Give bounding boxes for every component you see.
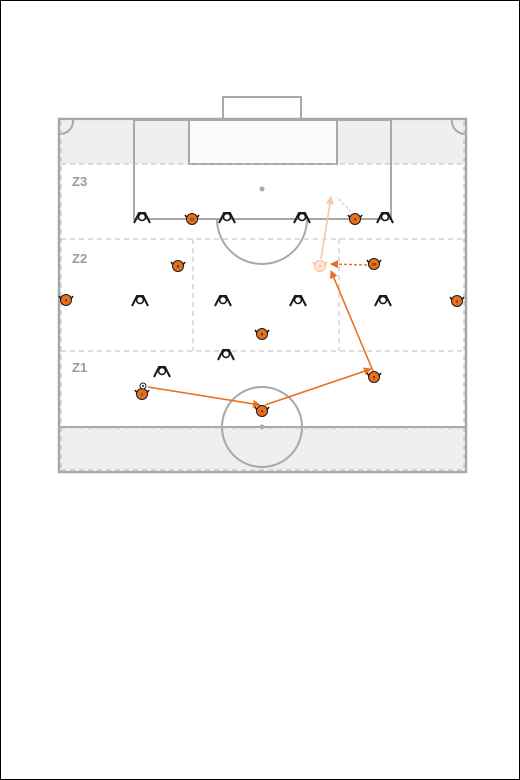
opponent-player bbox=[374, 295, 392, 307]
opponents bbox=[131, 212, 394, 378]
faded-team-player: 7 bbox=[312, 260, 328, 272]
opponent-player bbox=[214, 295, 232, 307]
team-player: 9 bbox=[347, 213, 363, 225]
player-number: 6 bbox=[261, 332, 264, 336]
player-number: 3 bbox=[65, 298, 68, 302]
zone-label-z3: Z3 bbox=[72, 174, 87, 189]
opponent-player bbox=[218, 212, 236, 224]
opponent-player bbox=[131, 295, 149, 307]
pass-arrow bbox=[147, 386, 261, 408]
player-number: 2 bbox=[456, 299, 459, 303]
zone-label-z2: Z2 bbox=[72, 251, 87, 266]
team-player: 1 bbox=[134, 388, 150, 400]
player-number: 10 bbox=[372, 262, 377, 266]
team-player: 11 bbox=[184, 213, 200, 225]
opponent-player bbox=[376, 212, 394, 224]
team-player: 10 bbox=[366, 258, 382, 270]
pitch bbox=[57, 96, 468, 474]
pass-arrow bbox=[264, 367, 372, 406]
opponent-player bbox=[153, 366, 171, 378]
opponent-player bbox=[293, 212, 311, 224]
corner-arc-left bbox=[59, 119, 75, 136]
penalty-arc bbox=[216, 218, 308, 265]
zone-dividers bbox=[60, 121, 465, 471]
team-player: 6 bbox=[254, 328, 270, 340]
team-player: 4 bbox=[254, 405, 270, 417]
pass-arrows bbox=[147, 196, 374, 408]
player-number: 5 bbox=[373, 375, 376, 379]
corner-arc-right bbox=[450, 119, 466, 136]
faded-run-arrow bbox=[336, 196, 352, 213]
team-player: 5 bbox=[366, 371, 382, 383]
team-player: 3 bbox=[58, 294, 74, 306]
opponent-player bbox=[217, 349, 235, 361]
penalty-spot bbox=[259, 186, 265, 192]
bottom-end-zone bbox=[61, 428, 464, 470]
team-player: 8 bbox=[170, 260, 186, 272]
opponent-player bbox=[133, 212, 151, 224]
run-arrow bbox=[330, 260, 368, 269]
opponent-player bbox=[289, 295, 307, 307]
goal bbox=[222, 96, 302, 120]
goal-area bbox=[188, 119, 338, 165]
zone-label-z1: Z1 bbox=[72, 360, 87, 375]
pass-arrow bbox=[330, 270, 374, 372]
team-players: 1 4 5 3 2 6 8 bbox=[58, 213, 465, 417]
center-circle bbox=[221, 386, 303, 468]
player-number: 9 bbox=[354, 217, 357, 221]
player-number: 11 bbox=[190, 217, 195, 221]
team-player: 2 bbox=[449, 295, 465, 307]
player-number: 1 bbox=[141, 392, 144, 396]
player-number: 4 bbox=[261, 409, 264, 413]
faded-pass-arrow bbox=[320, 196, 334, 260]
center-spot bbox=[259, 424, 265, 430]
ball-icon bbox=[139, 382, 147, 390]
pitch-boundary bbox=[57, 117, 468, 474]
player-number: 7 bbox=[319, 264, 322, 268]
player-number: 8 bbox=[177, 264, 180, 268]
